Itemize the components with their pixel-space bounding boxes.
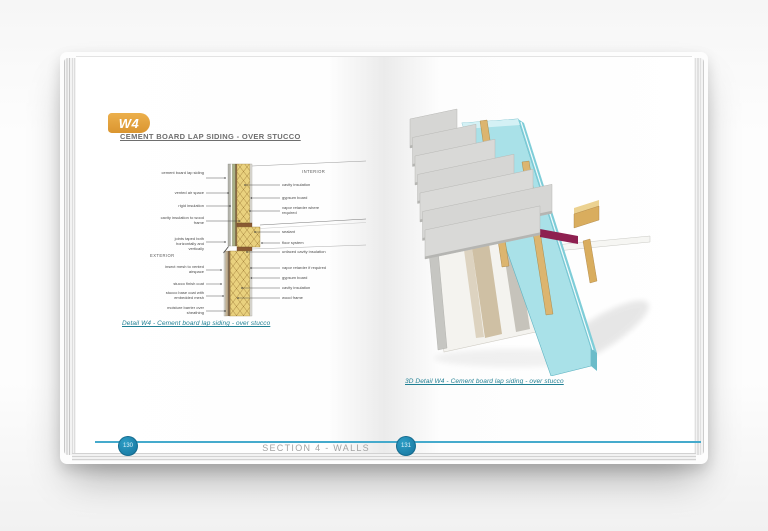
diagram-label-gypsum-board: gypsum board	[282, 194, 308, 200]
wall-section-diagram: cement board lap siding vented air space…	[114, 158, 370, 320]
wall-section-drawing	[206, 160, 367, 317]
page-stack-edge-left	[64, 58, 77, 455]
diagram-label-sealant: sealant	[282, 228, 295, 234]
diagram-label-vapor-retarder-if-required: vapor retarder if required	[282, 264, 327, 270]
magenta-strip	[540, 229, 578, 244]
detail-3d-caption: 3D Detail W4 - Cement board lap siding -…	[405, 378, 564, 385]
diagram-label-cavity-insulation-wood-frame: cavity insulation to wood frame	[160, 215, 204, 225]
detail-caption: Detail W4 - Cement board lap siding - ov…	[122, 320, 271, 327]
diagram-label-insect-mesh: insect mesh to vented airspace	[165, 264, 204, 274]
diagram-label-cavity-insulation: cavity insulation	[282, 181, 311, 187]
siding-boards	[409, 108, 553, 260]
page-stack-edge-right	[692, 58, 704, 455]
diagram-label-gypsum-board-2: gypsum board	[282, 274, 308, 280]
page-number-badge-right: 131	[396, 436, 416, 456]
diagram-label-rigid-insulation: rigid insulation	[178, 202, 204, 208]
detail-code-badge: W4	[108, 113, 150, 133]
section-label: SECTION 4 - WALLS	[262, 443, 370, 453]
wall-3d-drawing	[409, 108, 651, 377]
open-book: W4 CEMENT BOARD LAP SIDING - OVER STUCCO	[60, 52, 708, 464]
diagram-label-cavity-insulation-2: cavity insulation	[282, 284, 311, 290]
detail-3d-illustration	[394, 66, 660, 377]
page-title: CEMENT BOARD LAP SIDING - OVER STUCCO	[120, 132, 301, 141]
page-stack-edge-bottom	[72, 453, 696, 461]
diagram-label-stucco-finish-coat: stucco finish coat	[173, 280, 204, 286]
diagram-label-wood-frame: wood frame	[282, 294, 303, 300]
page-top-edge	[76, 56, 692, 57]
diagram-label-interior: INTERIOR	[302, 169, 326, 174]
diagram-label-stucco-base-coat: stucco base coat with embedded mesh	[165, 290, 204, 300]
diagram-label-unfaced-cavity-insulation: unfaced cavity insulation	[282, 248, 326, 254]
diagram-label-vapor-retarder-where-required: vapor retarder where required	[282, 205, 320, 215]
diagram-label-exterior: EXTERIOR	[150, 253, 175, 258]
diagram-label-moisture-barrier: moisture barrier over sheathing	[167, 305, 204, 315]
diagram-label-joints-taped: joints taped both horizontally and verti…	[174, 236, 204, 251]
diagram-label-vented-air-space: vented air space	[174, 189, 204, 195]
page-number-badge-left: 130	[118, 436, 138, 456]
diagram-label-cement-board-lap-siding: cement board lap siding	[161, 170, 204, 175]
diagram-label-floor-system: floor system	[282, 239, 304, 245]
